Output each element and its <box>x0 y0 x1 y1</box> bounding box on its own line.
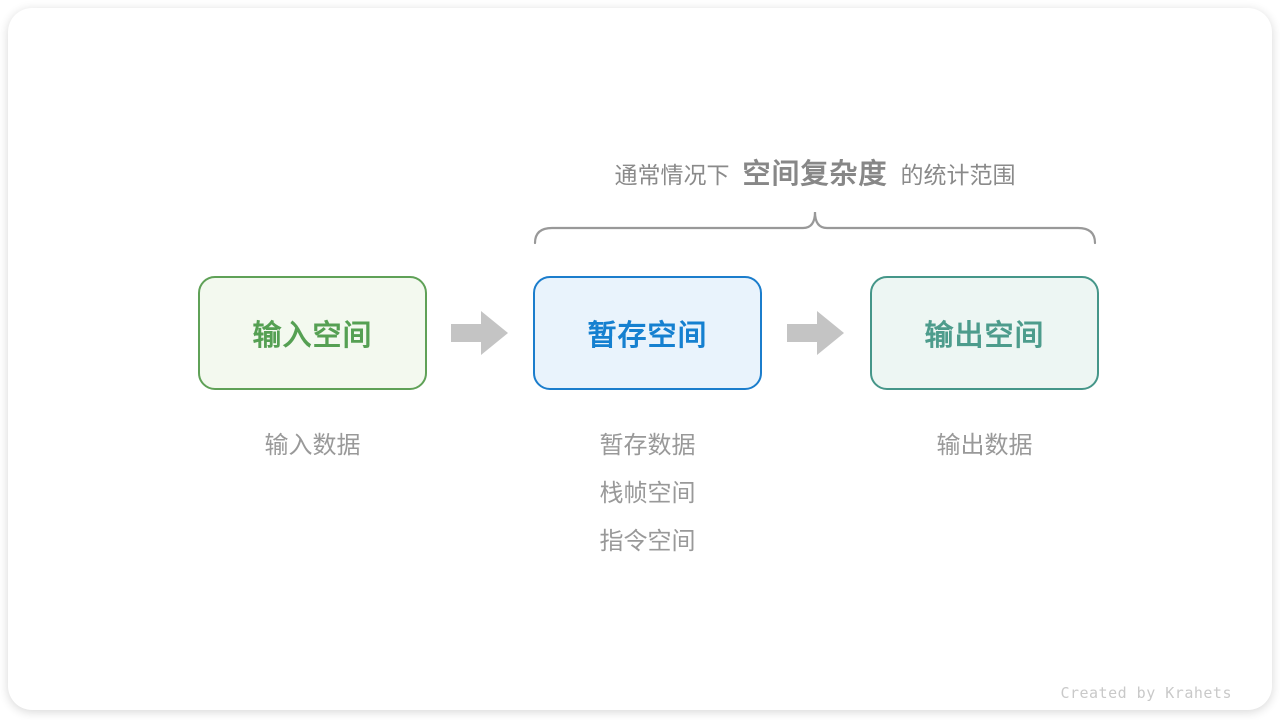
caption-suffix: 的统计范围 <box>900 162 1016 188</box>
note-temp-data: 暂存数据 <box>599 432 696 459</box>
curly-brace-icon <box>533 211 1097 245</box>
caption-highlight: 空间复杂度 <box>742 158 888 189</box>
output-notes-list: 输出数据 <box>870 422 1099 470</box>
input-space-label: 输入空间 <box>252 320 373 352</box>
credit-text: Created by Krahets <box>1060 684 1232 702</box>
note-output-data: 输出数据 <box>936 432 1033 459</box>
output-space-box: 输出空间 <box>870 276 1099 390</box>
input-notes-list: 输入数据 <box>198 422 427 470</box>
arrow-right-icon <box>787 311 844 355</box>
caption-prefix: 通常情况下 <box>614 162 730 188</box>
note-stack-frame-space: 栈帧空间 <box>599 480 696 507</box>
temporary-space-box: 暂存空间 <box>533 276 762 390</box>
output-space-label: 输出空间 <box>924 320 1045 352</box>
temporary-space-label: 暂存空间 <box>587 320 708 352</box>
arrow-right-icon <box>451 311 508 355</box>
scope-caption: 通常情况下 空间复杂度 的统计范围 <box>532 152 1098 192</box>
input-space-box: 输入空间 <box>198 276 427 390</box>
note-input-data: 输入数据 <box>264 432 361 459</box>
temporary-notes-list: 暂存数据 栈帧空间 指令空间 <box>533 422 762 566</box>
note-instruction-space: 指令空间 <box>599 528 696 555</box>
diagram-card: 通常情况下 空间复杂度 的统计范围 输入空间 暂存空间 输出空间 输入数据 暂存… <box>8 8 1272 710</box>
